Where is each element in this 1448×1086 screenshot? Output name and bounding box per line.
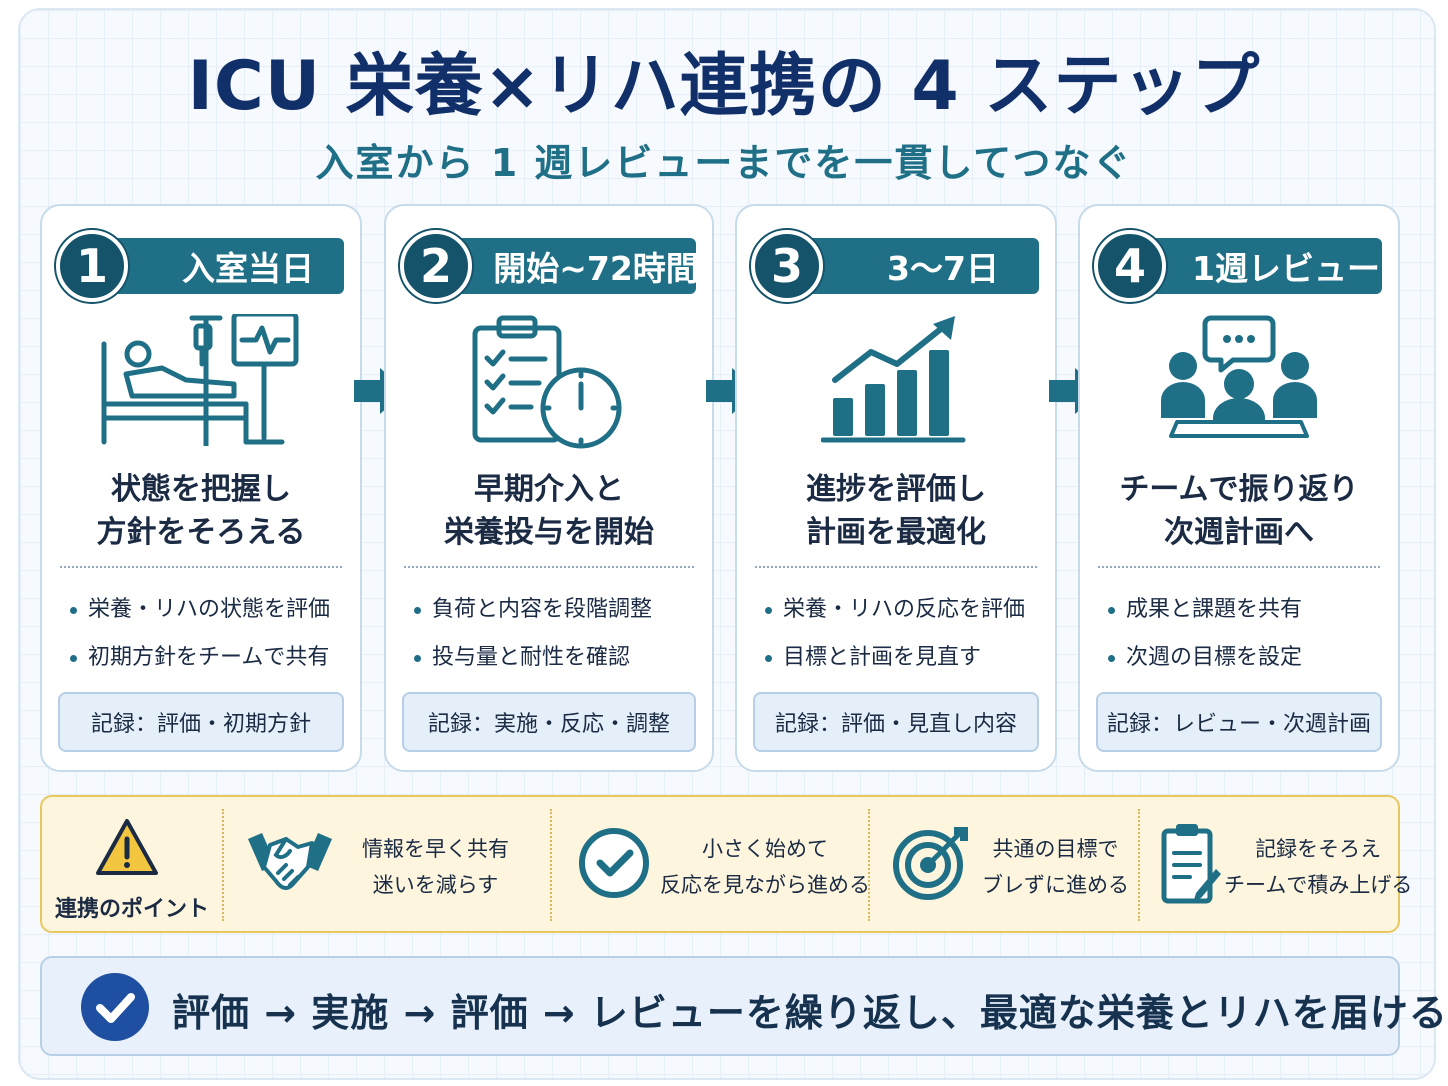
step-label: 入室当日 [92, 238, 344, 294]
bullet-item: 目標と計画を見直す [763, 634, 1043, 682]
point-item: 小さく始めて 反応を見ながら進める [560, 797, 870, 931]
step-label: 3〜7日 [787, 238, 1039, 294]
step-heading: 進捗を評価し 計画を最適化 [737, 468, 1055, 554]
page-subtitle: 入室から 1 週レビューまでを一貫してつなぐ [315, 141, 1133, 185]
step-bullets: 栄養・リハの状態を評価 初期方針をチームで共有 [68, 586, 348, 682]
step-heading: 状態を把握し 方針をそろえる [42, 468, 360, 554]
step-number: 2 [400, 230, 472, 302]
point-text-line: ブレずに進める [982, 873, 1129, 897]
points-label: 連携のポイント [54, 897, 209, 922]
divider [868, 809, 870, 921]
divider [550, 809, 552, 921]
step-number: 3 [751, 230, 823, 302]
clipboard-clock-icon [469, 314, 629, 456]
step-card-1: 入室当日 1 状態を把握し 方針をそろえる [40, 204, 362, 772]
point-text: 記録をそろえ チームで積み上げる [1224, 831, 1412, 903]
point-text-line: チームで積み上げる [1224, 873, 1413, 897]
check-circle-icon [576, 825, 652, 905]
icu-bed-monitor-icon [96, 311, 306, 450]
step-number: 4 [1094, 230, 1166, 302]
divider [222, 809, 224, 921]
point-text: 小さく始めて 反応を見ながら進める [660, 831, 870, 903]
check-circle-icon [78, 970, 152, 1048]
bullet-item: 初期方針をチームで共有 [68, 634, 348, 682]
record-box: 記録：実施・反応・調整 [402, 692, 696, 752]
step-heading-line: 状態を把握し [111, 472, 291, 507]
point-text-line: 記録をそろえ [1255, 837, 1382, 861]
step-heading-line: 方針をそろえる [96, 515, 306, 550]
divider [60, 566, 342, 568]
step-bullets: 成果と課題を共有 次週の目標を設定 [1106, 586, 1386, 682]
handshake-icon [246, 825, 334, 909]
point-text-line: 小さく始めて [702, 837, 828, 861]
point-text-line: 迷いを減らす [372, 873, 499, 897]
point-text: 共通の目標で ブレずに進める [982, 831, 1129, 903]
record-box: 記録：レビュー・次週計画 [1096, 692, 1382, 752]
step-number: 1 [56, 230, 128, 302]
collaboration-points-panel: 連携のポイント 情報を早く共有 迷いを減らす [40, 795, 1412, 933]
divider [404, 566, 694, 568]
step-header: 1週レビュー 4 [1094, 230, 1382, 302]
step-header: 3〜7日 3 [751, 230, 1039, 302]
bullet-item: 負荷と内容を段階調整 [412, 586, 700, 634]
points-label-block: 連携のポイント [42, 797, 222, 931]
step-heading: チームで振り返り 次週計画へ [1080, 468, 1398, 554]
step-heading-line: 計画を最適化 [806, 515, 986, 550]
warning-icon [94, 817, 160, 881]
step-heading-line: 早期介入と [474, 472, 624, 507]
point-item: 記録をそろえ チームで積み上げる [1148, 797, 1412, 931]
bullet-item: 成果と課題を共有 [1106, 586, 1386, 634]
divider [1138, 809, 1140, 921]
point-text: 情報を早く共有 迷いを減らす [362, 831, 509, 903]
step-header: 開始~72時間 2 [400, 230, 699, 302]
step-card-4: 1週レビュー 4 チームで振り返り 次週計画へ 成果と課題を共有 次週の目標を設… [1078, 204, 1400, 772]
record-box: 記録：評価・初期方針 [58, 692, 344, 752]
step-heading-line: 進捗を評価し [806, 472, 986, 507]
bullet-item: 次週の目標を設定 [1106, 634, 1386, 682]
team-meeting-icon [1159, 314, 1319, 444]
step-heading-line: チームで振り返り [1119, 472, 1359, 507]
step-heading-line: 次週計画へ [1164, 515, 1314, 550]
bullet-item: 栄養・リハの状態を評価 [68, 586, 348, 634]
step-heading-line: 栄養投与を開始 [444, 515, 654, 550]
summary-banner: 評価 → 実施 → 評価 → レビューを繰り返し、最適な栄養とリハを届ける [40, 956, 1447, 1056]
divider [755, 566, 1037, 568]
step-bullets: 負荷と内容を段階調整 投与量と耐性を確認 [412, 586, 700, 682]
point-item: 情報を早く共有 迷いを減らす [232, 797, 550, 931]
clipboard-pen-icon [1160, 821, 1222, 909]
target-icon [890, 823, 972, 907]
step-label: 開始~72時間 [436, 238, 699, 294]
point-text-line: 共通の目標で [992, 837, 1119, 861]
record-box: 記録：評価・見直し内容 [753, 692, 1039, 752]
page-title: ICU 栄養×リハ連携の 4 ステップ [187, 47, 1261, 126]
step-card-2: 開始~72時間 2 早期介入と [384, 204, 714, 772]
step-label: 1週レビュー [1130, 238, 1382, 294]
growth-chart-icon [820, 314, 971, 448]
summary-text: 評価 → 実施 → 評価 → レビューを繰り返し、最適な栄養とリハを届ける [172, 991, 1448, 1035]
step-heading: 早期介入と 栄養投与を開始 [386, 468, 712, 554]
step-bullets: 栄養・リハの反応を評価 目標と計画を見直す [763, 586, 1043, 682]
divider [1098, 566, 1380, 568]
step-card-3: 3〜7日 3 進捗を評価し 計画を最適化 栄養・リハの反応を評価 目標と計画を見… [735, 204, 1057, 772]
point-text-line: 情報を早く共有 [362, 837, 509, 861]
bullet-item: 投与量と耐性を確認 [412, 634, 700, 682]
point-text-line: 反応を見ながら進める [660, 873, 870, 897]
point-item: 共通の目標で ブレずに進める [878, 797, 1138, 931]
step-header: 入室当日 1 [56, 230, 344, 302]
bullet-item: 栄養・リハの反応を評価 [763, 586, 1043, 634]
